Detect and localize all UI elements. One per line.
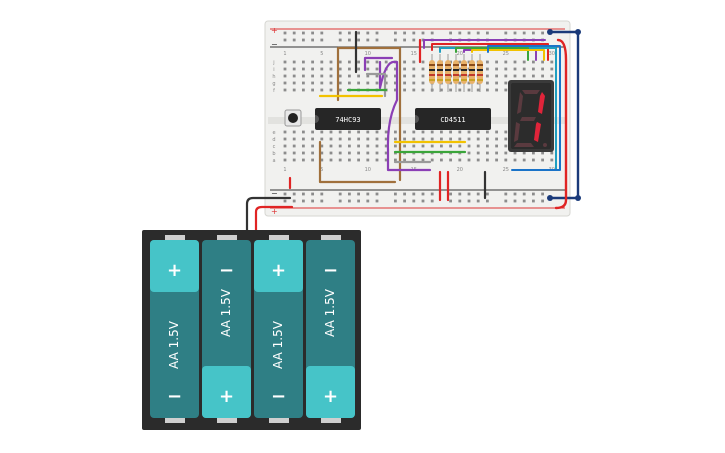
battery-pack: + − AA 1.5V − + AA 1.5V + − AA 1.5V − + AA 1.5V [142, 230, 361, 430]
column-number: 1 [283, 167, 286, 173]
row-letter: j [272, 60, 274, 66]
wire-red-bottom-jumpers[interactable] [438, 170, 450, 202]
column-number: 5 [320, 167, 323, 173]
cell-top-sign: − [219, 260, 234, 281]
chip-label: CD4511 [440, 116, 465, 124]
unlit-segments [514, 90, 547, 147]
cell-bottom-sign: − [271, 386, 286, 407]
wire-brown-lower[interactable] [318, 140, 397, 184]
resistor [461, 54, 467, 92]
row-letter: h [272, 74, 275, 80]
resistor [477, 54, 483, 92]
chip-cd4511: CD4511 [415, 108, 491, 130]
breadboard-wires [288, 29, 581, 210]
lit-segments [534, 92, 545, 142]
resistor [429, 54, 435, 92]
wire-yellow-display[interactable] [471, 49, 545, 61]
wire-grey-top[interactable] [365, 72, 387, 98]
cell-top-sign: + [271, 260, 286, 281]
row-letter: d [272, 137, 275, 143]
row-letter: f [273, 88, 275, 94]
column-number: 20 [457, 167, 463, 173]
battery-cell: − + AA 1.5V [202, 235, 251, 423]
column-number: 20 [457, 51, 463, 57]
battery-black-lead[interactable] [245, 196, 292, 234]
cell-label: AA 1.5V [323, 288, 337, 337]
resistor-array [429, 54, 483, 92]
row-letter: g [272, 81, 275, 87]
push-button[interactable] [284, 109, 302, 127]
resistor [437, 54, 443, 92]
column-number: 10 [365, 167, 371, 173]
row-letter: a [272, 158, 275, 164]
bottom-rail-plus-sign: + [271, 207, 278, 216]
resistor [453, 54, 459, 92]
column-number: 5 [320, 51, 323, 57]
row-letter: e [272, 130, 275, 136]
row-letter: b [272, 151, 275, 157]
top-rail-plus-sign: + [271, 26, 278, 35]
battery-red-lead[interactable] [254, 205, 294, 234]
wire-purple-top[interactable] [423, 39, 546, 49]
wire-brown-loop[interactable] [336, 46, 402, 182]
battery-cell: − + AA 1.5V [306, 235, 355, 423]
top-rail-minus-sign: − [271, 40, 278, 49]
cell-top-sign: − [323, 260, 338, 281]
wire-red-rail-link[interactable] [554, 38, 568, 210]
row-letter: i [273, 67, 274, 73]
battery-cell: + − AA 1.5V [150, 235, 199, 423]
column-number: 15 [411, 51, 417, 57]
resistor [445, 54, 451, 92]
column-number: 1 [283, 51, 286, 57]
rail-link-dot [575, 195, 581, 201]
resistor [469, 54, 475, 92]
rail-link-dot [575, 29, 581, 35]
seven-segment-display [508, 80, 554, 152]
battery-cell: + − AA 1.5V [254, 235, 303, 423]
wire-blue-display[interactable] [487, 45, 561, 171]
wire-red-display[interactable] [431, 43, 549, 61]
row-letter: c [273, 144, 276, 150]
chip-74hc93: 74HC93 [315, 108, 381, 130]
bottom-rail-minus-sign: − [271, 189, 278, 198]
column-number: 25 [503, 167, 509, 173]
cell-top-sign: + [167, 260, 182, 281]
battery-leads [245, 196, 294, 234]
cell-label: AA 1.5V [167, 320, 181, 369]
cell-bottom-sign: + [323, 386, 338, 407]
wire-green-display[interactable] [455, 47, 529, 61]
column-number: 10 [365, 51, 371, 57]
cell-label: AA 1.5V [271, 320, 285, 369]
wire-navy-rail-link[interactable] [548, 30, 580, 200]
rail-link-dot [547, 195, 553, 201]
cell-bottom-sign: + [219, 386, 234, 407]
cell-bottom-sign: − [167, 386, 182, 407]
column-number: 30 [549, 51, 555, 57]
cell-label: AA 1.5V [219, 288, 233, 337]
chip-label: 74HC93 [335, 116, 360, 124]
wire-purple-short[interactable] [363, 56, 394, 72]
column-number: 25 [503, 51, 509, 57]
rail-link-dot [547, 29, 553, 35]
